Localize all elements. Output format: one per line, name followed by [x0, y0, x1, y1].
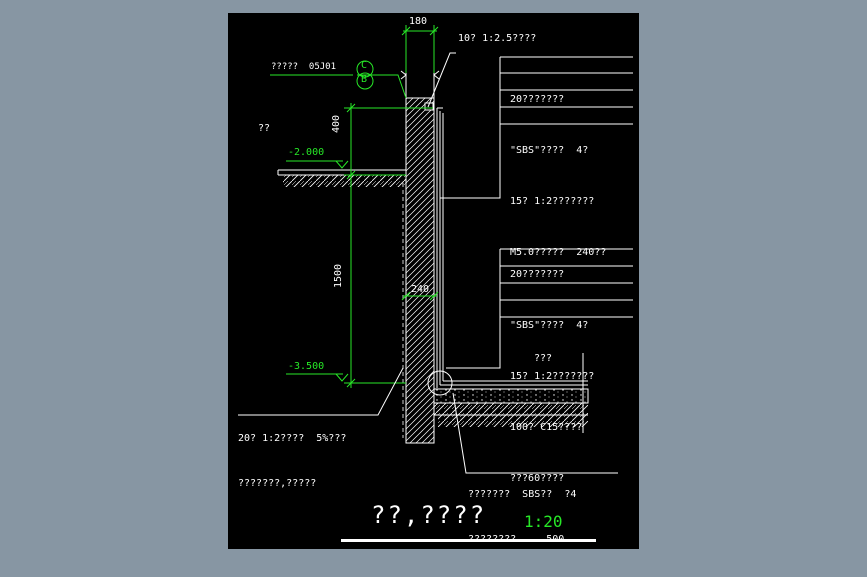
retaining-wall [400, 70, 453, 444]
drawing-scale: 1:20 [524, 512, 563, 531]
upper-layer-list: 20??????? "SBS"???? 4? 15? 1:2??????? M5… [510, 57, 606, 295]
upper-layer: "SBS"???? 4? [510, 145, 589, 156]
dimension-lines [270, 25, 439, 388]
drawing-title: ??,???? [371, 501, 487, 529]
upper-layer: 15? 1:2??????? [510, 196, 595, 207]
dim-upper-height: 400 [331, 114, 342, 133]
left-note-line: ???????,????? [238, 478, 317, 489]
elevation-lower: -3.500 [288, 361, 325, 372]
left-note-line: 20? 1:2???? 5%??? [238, 433, 347, 444]
axis-letter-bottom: B [361, 74, 368, 85]
dim-top: 180 [409, 16, 428, 27]
section-drawing [238, 25, 633, 474]
lower-layer: 15? 1:2??????? [510, 371, 595, 382]
title-underline [341, 539, 596, 542]
upper-layer: 20??????? [510, 94, 565, 105]
axis-reference: ????? 05J01 [271, 62, 337, 72]
dim-lower-height: 1500 [333, 263, 344, 288]
lower-layer: ???60???? [510, 473, 565, 484]
drawing-sheet: 180 240 400 1500 -2.000 -3.500 ????? 05J… [228, 13, 639, 549]
bottom-note-line: ??????? SBS?? ?4 [468, 489, 577, 500]
left-note: 20? 1:2???? 5%??? ???????,????? [238, 401, 346, 521]
dim-wall: 240 [411, 284, 430, 295]
upper-layer: M5.0????? 240?? [510, 247, 607, 258]
lower-layer: 20??????? [510, 269, 565, 280]
space-label: ??? [534, 353, 553, 364]
lower-layer-list: 20??????? "SBS"???? 4? 15? 1:2??????? 10… [510, 232, 594, 521]
lower-layer: 100? C15???? [510, 422, 583, 433]
elevation-upper: -2.000 [288, 147, 325, 158]
soil-label: ?? [258, 123, 271, 134]
leader-lines [238, 52, 633, 474]
lower-layer: "SBS"???? 4? [510, 320, 589, 331]
callout-top: 10? 1:2.5???? [458, 33, 537, 44]
axis-letter-top: C [361, 60, 368, 71]
